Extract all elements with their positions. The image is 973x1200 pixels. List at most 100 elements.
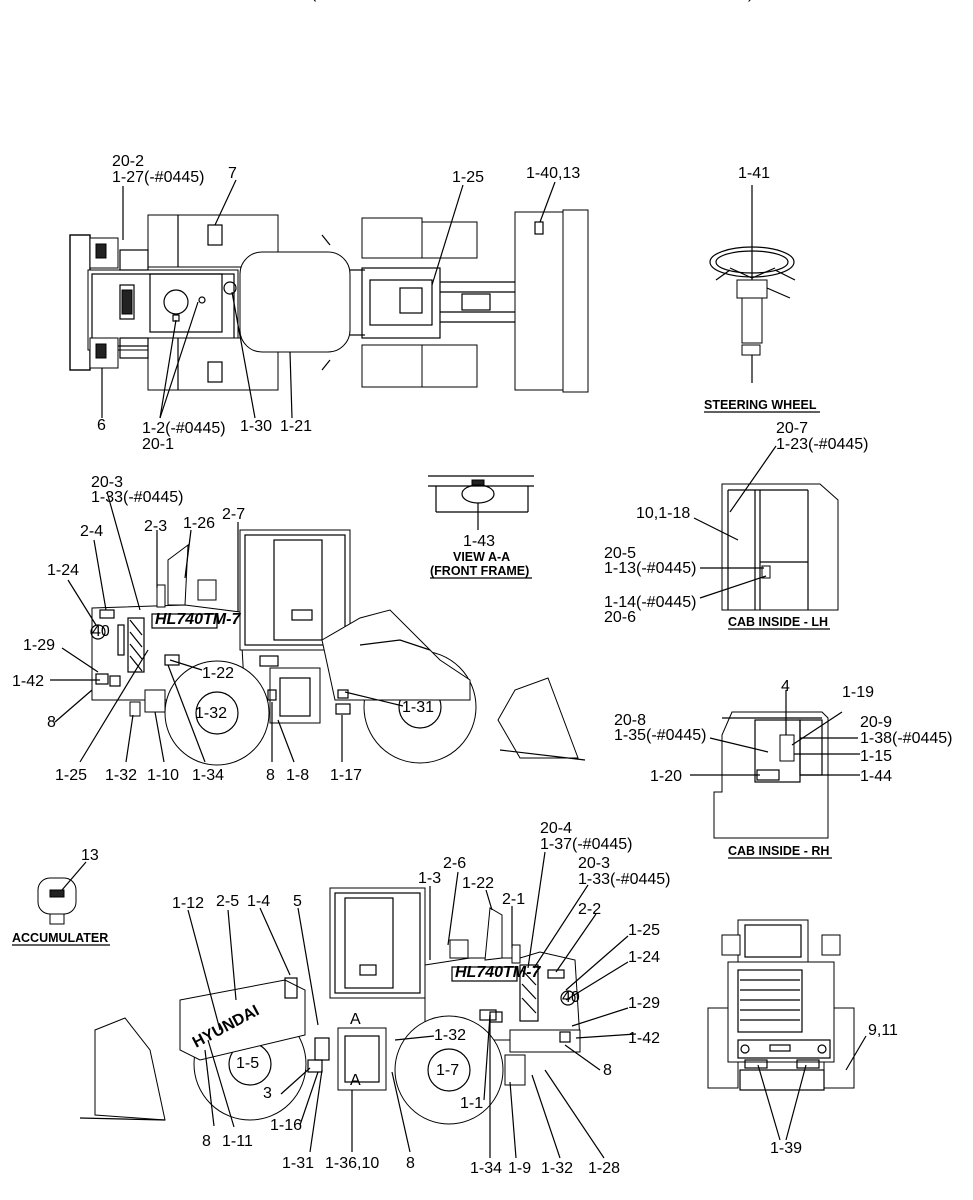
callout-1-20: 1-20 — [650, 768, 682, 785]
callout-1-35: 1-35(-#0445) — [614, 727, 707, 744]
callout-7: 7 — [228, 165, 237, 182]
callout-1-24-right: 1-24 — [628, 949, 660, 966]
callout-2-4: 2-4 — [80, 523, 103, 540]
callout-20-8: 20-8 — [614, 712, 646, 729]
callout-1-32-wheel: 1-32 — [195, 705, 227, 722]
callout-1-36-10: 1-36,10 — [325, 1155, 379, 1172]
callout-1-37: 1-37(-#0445) — [540, 836, 633, 853]
left-side-view-drawing: HL740TM-7 40 — [50, 491, 586, 766]
callout-1-27: 1-27(-#0445) — [112, 169, 205, 186]
caption-front-frame: (FRONT FRAME) — [430, 564, 529, 578]
callout-20-9: 20-9 — [860, 714, 892, 731]
callout-6: 6 — [97, 417, 106, 434]
callout-20-1: 20-1 — [142, 436, 174, 453]
caption-cab-inside-lh: CAB INSIDE - LH — [728, 615, 828, 629]
callout-1-39: 1-39 — [770, 1140, 802, 1157]
rear-view-drawing — [707, 919, 867, 1141]
arrow-a-lower: A — [350, 1072, 361, 1089]
callout-2-6: 2-6 — [443, 855, 466, 872]
callout-2-5: 2-5 — [216, 893, 239, 910]
callout-1-42-left: 1-42 — [12, 673, 44, 690]
cab-inside-lh-drawing — [693, 445, 839, 611]
callout-1-25-top: 1-25 — [452, 169, 484, 186]
callout-1-7: 1-7 — [436, 1062, 459, 1079]
callout-1-30: 1-30 — [240, 418, 272, 435]
badge-40-left: 40 — [92, 623, 110, 640]
callout-8-right-a: 8 — [603, 1062, 612, 1079]
callout-20-4: 20-4 — [540, 820, 572, 837]
callout-2-7: 2-7 — [222, 506, 245, 523]
callout-8-left-a: 8 — [47, 714, 56, 731]
arrow-a-upper: A — [350, 1011, 361, 1028]
callout-1-16: 1-16 — [270, 1117, 302, 1134]
callout-1-23: 1-23(-#0445) — [776, 436, 869, 453]
callout-1-5: 1-5 — [236, 1055, 259, 1072]
callout-4: 4 — [781, 678, 790, 695]
cutoff-title-right: ) — [748, 0, 753, 2]
callout-20-6: 20-6 — [604, 609, 636, 626]
accumulater-drawing — [37, 861, 87, 925]
cutoff-title-left: ( — [311, 0, 317, 2]
caption-accumulater: ACCUMULATER — [12, 931, 108, 945]
callout-1-43: 1-43 — [463, 533, 495, 550]
top-view-drawing — [69, 179, 589, 419]
callout-1-38: 1-38(-#0445) — [860, 730, 953, 747]
callout-9-11: 9,11 — [868, 1022, 898, 1039]
steering-wheel-drawing — [709, 185, 796, 383]
callout-8-right-b: 8 — [202, 1133, 211, 1150]
callout-1-17: 1-17 — [330, 767, 362, 784]
callout-20-5: 20-5 — [604, 545, 636, 562]
callout-1-44: 1-44 — [860, 768, 892, 785]
callout-1-1: 1-1 — [460, 1095, 483, 1112]
callout-1-12: 1-12 — [172, 895, 204, 912]
callout-20-7: 20-7 — [776, 420, 808, 437]
callout-1-32-right: 1-32 — [434, 1027, 466, 1044]
callout-1-22-left: 1-22 — [202, 665, 234, 682]
callout-1-15: 1-15 — [860, 748, 892, 765]
callout-8-right-c: 8 — [406, 1155, 415, 1172]
callout-1-33-right: 1-33(-#0445) — [578, 871, 671, 888]
callout-1-42-right: 1-42 — [628, 1030, 660, 1047]
callout-1-2: 1-2(-#0445) — [142, 420, 226, 437]
callout-1-21: 1-21 — [280, 418, 312, 435]
callout-20-3-right: 20-3 — [578, 855, 610, 872]
callout-5: 5 — [293, 893, 302, 910]
callout-1-8: 1-8 — [286, 767, 309, 784]
callout-1-31-wheel: 1-31 — [402, 699, 434, 716]
callout-1-19: 1-19 — [842, 684, 874, 701]
callout-1-22-right: 1-22 — [462, 875, 494, 892]
callout-1-32-left: 1-32 — [105, 767, 137, 784]
callout-1-32-bottom: 1-32 — [541, 1160, 573, 1177]
caption-steering-wheel: STEERING WHEEL — [704, 398, 817, 412]
callout-1-10: 1-10 — [147, 767, 179, 784]
callout-1-26: 1-26 — [183, 515, 215, 532]
callout-1-34-right: 1-34 — [470, 1160, 502, 1177]
view-a-a-drawing — [428, 475, 534, 530]
callout-1-33-left: 1-33(-#0445) — [91, 489, 184, 506]
callout-1-29-left: 1-29 — [23, 637, 55, 654]
model-decal-left: HL740TM-7 — [155, 611, 241, 628]
callout-2-2: 2-2 — [578, 901, 601, 918]
callout-2-3: 2-3 — [144, 518, 167, 535]
callout-13: 13 — [81, 847, 99, 864]
callout-1-24-left: 1-24 — [47, 562, 79, 579]
callout-1-3: 1-3 — [418, 870, 441, 887]
callout-1-31-right: 1-31 — [282, 1155, 314, 1172]
callout-1-25-left: 1-25 — [55, 767, 87, 784]
callout-3: 3 — [263, 1085, 272, 1102]
callout-1-11: 1-11 — [222, 1133, 253, 1150]
callout-20-3-left: 20-3 — [91, 474, 123, 491]
caption-view-a-a: VIEW A-A — [453, 550, 510, 564]
callout-1-41: 1-41 — [738, 165, 770, 182]
callout-1-28: 1-28 — [588, 1160, 620, 1177]
callout-1-29-right: 1-29 — [628, 995, 660, 1012]
right-side-view-drawing: HL740TM-7 40 HYUNDAI A A — [79, 851, 637, 1159]
cab-inside-rh-drawing — [690, 690, 860, 839]
callout-8-left-b: 8 — [266, 767, 275, 784]
caption-cab-inside-rh: CAB INSIDE - RH — [728, 844, 829, 858]
callout-1-9: 1-9 — [508, 1160, 531, 1177]
callout-1-14: 1-14(-#0445) — [604, 594, 697, 611]
callout-1-25-right: 1-25 — [628, 922, 660, 939]
callout-20-2: 20-2 — [112, 153, 144, 170]
